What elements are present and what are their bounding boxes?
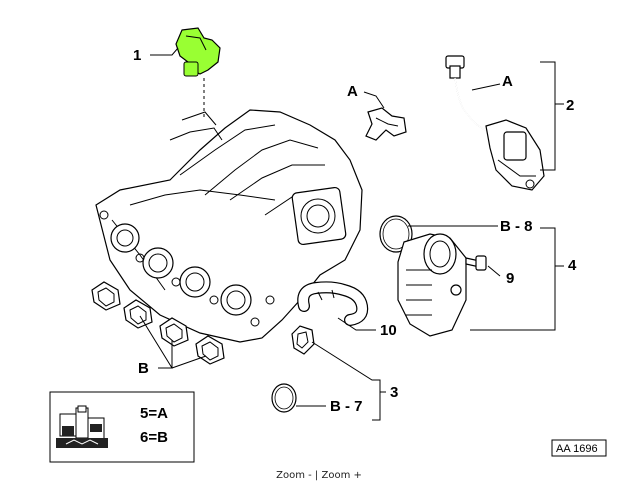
callout-4: 4: [568, 257, 577, 274]
leader-A-top: [363, 91, 385, 109]
leader-B: [139, 315, 207, 369]
zoom-in-link[interactable]: Zoom +: [321, 470, 362, 481]
callout-B: B: [138, 360, 149, 377]
vacuum-hose-valve-part-2[interactable]: [445, 55, 545, 191]
callout-2: 2: [566, 97, 574, 114]
leader-9: [487, 265, 501, 277]
screw-part-9[interactable]: [465, 255, 487, 271]
seal-part-3-lower[interactable]: [271, 383, 297, 413]
legend-line-2: 6=B: [140, 429, 168, 446]
zoom-out-link[interactable]: Zoom -: [276, 470, 312, 481]
throttle-body-part-4[interactable]: [397, 233, 467, 337]
reference-box: AA 1696: [551, 439, 607, 457]
sensor-part-1[interactable]: [175, 27, 221, 77]
intake-manifold[interactable]: [95, 109, 363, 343]
zoom-separator: |: [311, 470, 322, 481]
callout-10: 10: [380, 322, 397, 339]
callout-1: 1: [133, 47, 141, 64]
callout-B8: B - 8: [500, 218, 533, 235]
leader-A-hose: [471, 83, 501, 91]
legend-line-1: 5=A: [140, 405, 168, 422]
clip-part-A[interactable]: [365, 107, 407, 141]
callout-3: 3: [390, 384, 398, 401]
leader-10: [337, 317, 376, 331]
seal-part-3-upper[interactable]: [291, 325, 315, 355]
bracket-3: [311, 341, 386, 421]
kit-icon: [56, 405, 108, 448]
callout-A-top: A: [347, 83, 358, 100]
legend-box: 5=A 6=B: [49, 391, 195, 463]
hose-part-10[interactable]: [297, 281, 369, 326]
reference-code: AA 1696: [556, 443, 598, 455]
leader-1: [150, 47, 179, 56]
bracket-2: [540, 61, 564, 171]
zoom-controls: Zoom - | Zoom +: [0, 470, 638, 486]
callout-B7: B - 7: [330, 398, 363, 415]
bracket-4: [470, 227, 564, 331]
callout-A-hose: A: [502, 73, 513, 90]
parts-diagram: 1 A A 2 B - 8: [49, 27, 607, 463]
callout-9: 9: [506, 270, 514, 287]
